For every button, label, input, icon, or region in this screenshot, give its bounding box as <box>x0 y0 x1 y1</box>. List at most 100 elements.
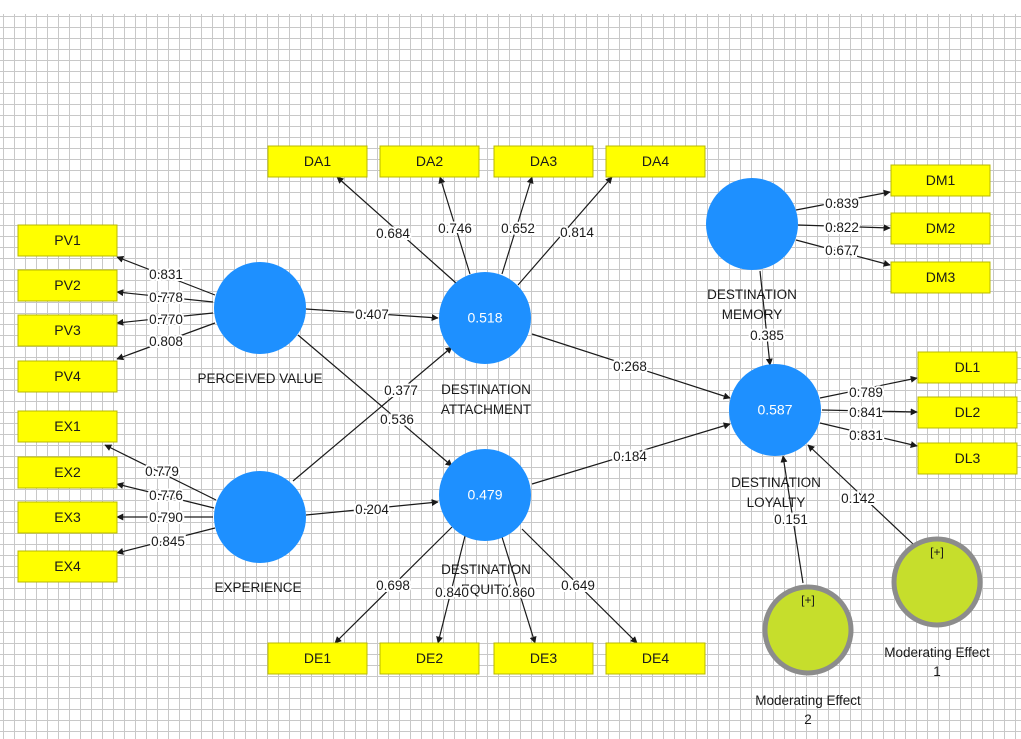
svg-text:PV2: PV2 <box>54 277 81 293</box>
arrow-pv-pv2[interactable] <box>116 289 214 303</box>
path-dm-dl[interactable] <box>759 270 773 366</box>
indicator-dl1[interactable]: DL1 <box>917 351 1018 384</box>
indicator-da1[interactable]: DA1 <box>267 145 368 178</box>
indicator-da4[interactable]: DA4 <box>605 145 706 178</box>
indicator-dm1[interactable]: DM1 <box>890 164 991 197</box>
arrow-ex-ex2[interactable] <box>116 482 215 509</box>
name-destination-memory-line1: DESTINATION <box>707 287 797 302</box>
loading-de4: 0.649 <box>561 578 595 593</box>
indicator-ex4[interactable]: EX4 <box>17 550 118 583</box>
path-de-dl[interactable] <box>531 422 731 485</box>
arrow-da-da2[interactable] <box>438 176 471 275</box>
path-pv-da[interactable] <box>305 308 439 322</box>
indicator-de3[interactable]: DE3 <box>493 642 594 675</box>
svg-text:DE4: DE4 <box>642 650 669 666</box>
arrow-da-da1[interactable] <box>336 176 457 284</box>
indicator-dl2[interactable]: DL2 <box>917 396 1018 429</box>
indicator-pv1[interactable]: PV1 <box>17 224 118 257</box>
moderators: [+] [+] <box>762 536 983 676</box>
path-da-dl[interactable] <box>531 333 731 400</box>
loading-de1: 0.698 <box>376 578 410 593</box>
coef-de-dl: 0.184 <box>613 449 647 464</box>
svg-text:DL3: DL3 <box>955 450 981 466</box>
indicator-ex3[interactable]: EX3 <box>17 501 118 534</box>
svg-text:DL1: DL1 <box>955 359 981 375</box>
arrow-dl-dl2[interactable] <box>821 408 918 416</box>
coef-ex-da: 0.377 <box>384 383 418 398</box>
arrow-dm-dm1[interactable] <box>795 189 891 211</box>
coef-me2-dl: 0.151 <box>774 512 808 527</box>
loading-da4: 0.814 <box>560 225 594 240</box>
latent-destination-attachment[interactable]: 0.518 <box>439 272 531 364</box>
arrow-dl-dl3[interactable] <box>819 422 918 448</box>
loading-de3: 0.860 <box>501 585 535 600</box>
indicator-pv4[interactable]: PV4 <box>17 360 118 393</box>
svg-text:EX2: EX2 <box>54 464 81 480</box>
indicator-de1[interactable]: DE1 <box>267 642 368 675</box>
loading-dm2: 0.822 <box>825 220 859 235</box>
indicator-pv2[interactable]: PV2 <box>17 269 118 302</box>
indicator-dl3[interactable]: DL3 <box>917 442 1018 475</box>
indicator-pv3[interactable]: PV3 <box>17 314 118 347</box>
indicator-dm3[interactable]: DM3 <box>890 261 991 294</box>
loading-ex4: 0.845 <box>151 534 185 549</box>
coef-pv-de: 0.536 <box>380 412 414 427</box>
loading-pv3: 0.770 <box>149 312 183 327</box>
arrow-dl-dl1[interactable] <box>819 375 918 399</box>
path-pv-de[interactable] <box>297 334 453 467</box>
indicators: PV1 PV2 PV3 PV4 EX1 EX2 EX3 EX4 <box>17 145 1018 675</box>
coefficient-labels: 0.831 0.778 0.770 0.808 0.779 0.776 0.79… <box>143 194 885 602</box>
coef-me1-dl: 0.142 <box>841 491 875 506</box>
name-destination-attachment-line2: ATTACHMENT <box>441 402 531 417</box>
latent-destination-memory[interactable] <box>706 178 798 270</box>
svg-text:DA1: DA1 <box>304 153 331 169</box>
latent-destination-equity[interactable]: 0.479 <box>439 449 531 541</box>
r2-destination-equity: 0.479 <box>467 487 502 503</box>
loading-da2: 0.746 <box>438 221 472 236</box>
loading-pv2: 0.778 <box>149 290 183 305</box>
path-ex-da[interactable] <box>292 346 453 482</box>
loading-dl1: 0.789 <box>849 385 883 400</box>
arrow-pv-pv3[interactable] <box>116 312 214 326</box>
loading-de2: 0.840 <box>435 585 469 600</box>
arrow-de-de2[interactable] <box>436 535 466 644</box>
moderator-moderating-effect-1[interactable]: [+] <box>891 536 983 628</box>
arrow-pv-pv1[interactable] <box>116 256 216 296</box>
arrow-da-da4[interactable] <box>517 176 613 286</box>
arrow-dm-dm2[interactable] <box>797 224 891 232</box>
arrow-da-da3[interactable] <box>501 176 534 275</box>
loading-pv4: 0.808 <box>149 334 183 349</box>
name-destination-memory-line2: MEMORY <box>722 307 783 322</box>
path-me2-dl[interactable] <box>780 455 804 584</box>
arrow-de-de4[interactable] <box>521 528 638 644</box>
svg-text:DA3: DA3 <box>530 153 557 169</box>
latent-perceived-value[interactable] <box>214 262 306 354</box>
arrow-ex-ex1[interactable] <box>104 444 217 501</box>
path-ex-de[interactable] <box>305 499 439 516</box>
arrow-de-de1[interactable] <box>334 526 453 644</box>
name-destination-equity-line2: EQUITY <box>461 582 511 597</box>
arrow-ex-ex4[interactable] <box>116 527 216 555</box>
indicator-dm2[interactable]: DM2 <box>890 212 991 245</box>
name-experience: EXPERIENCE <box>214 580 301 595</box>
svg-text:DE3: DE3 <box>530 650 557 666</box>
indicator-da2[interactable]: DA2 <box>379 145 480 178</box>
arrow-dm-dm3[interactable] <box>795 239 891 267</box>
svg-text:PV3: PV3 <box>54 322 81 338</box>
moderator-moderating-effect-2[interactable]: [+] <box>762 584 854 676</box>
indicator-ex2[interactable]: EX2 <box>17 456 118 489</box>
svg-text:DA4: DA4 <box>642 153 669 169</box>
name-moderating-effect-2-line2: 2 <box>804 712 812 727</box>
arrow-de-de3[interactable] <box>501 536 537 644</box>
indicator-de4[interactable]: DE4 <box>605 642 706 675</box>
loading-dl2: 0.841 <box>849 405 883 420</box>
indicator-da3[interactable]: DA3 <box>493 145 594 178</box>
path-me1-dl[interactable] <box>807 444 914 545</box>
indicator-ex1[interactable]: EX1 <box>17 410 118 443</box>
arrow-pv-pv4[interactable] <box>116 322 216 361</box>
indicator-de2[interactable]: DE2 <box>379 642 480 675</box>
latent-experience[interactable] <box>214 471 306 563</box>
latent-destination-loyalty[interactable]: 0.587 <box>729 364 821 456</box>
